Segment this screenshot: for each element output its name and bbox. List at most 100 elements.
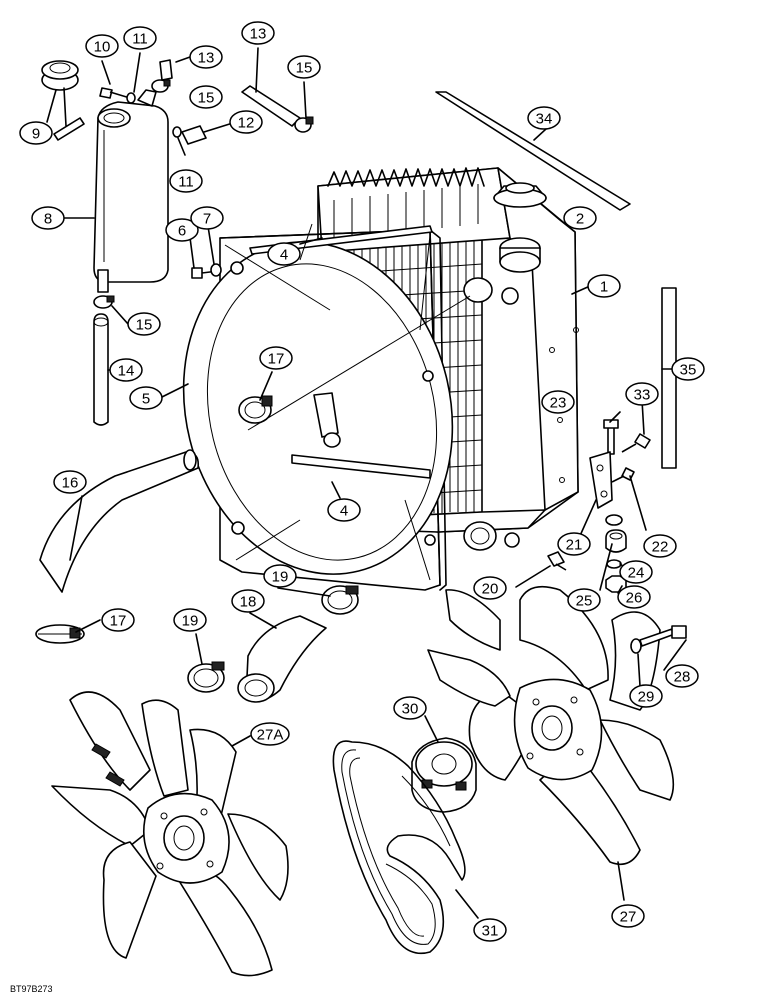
callout-c28: 28 — [665, 664, 699, 688]
callout-label: 11 — [178, 174, 194, 191]
callout-c29: 29 — [629, 684, 663, 708]
callout-c13b: 13 — [241, 21, 275, 45]
callout-c17a: 17 — [259, 346, 293, 370]
callout-label: 26 — [626, 590, 643, 607]
callout-c12: 12 — [229, 110, 263, 134]
upper-hose-16 — [39, 451, 200, 593]
callout-label: 15 — [198, 90, 215, 107]
clamp-15b — [294, 116, 314, 133]
callout-label: 27 — [620, 909, 637, 926]
callout-label: 31 — [482, 923, 499, 940]
callout-c5: 5 — [129, 386, 163, 410]
callout-c14: 14 — [109, 358, 143, 382]
callout-label: 6 — [178, 223, 186, 240]
washer-7 — [210, 263, 222, 277]
callout-label: 35 — [680, 362, 697, 379]
callout-label: 17 — [268, 351, 285, 368]
callout-label: 5 — [142, 391, 150, 408]
callout-c11b: 11 — [169, 169, 203, 193]
callout-label: 2 — [576, 211, 584, 228]
callout-label: 19 — [182, 613, 199, 630]
callout-c7: 7 — [190, 206, 224, 230]
callout-label: 4 — [280, 247, 288, 264]
callout-c18: 18 — [231, 589, 265, 613]
overflow-bottle — [93, 89, 169, 293]
bolt-10 — [99, 87, 131, 99]
callout-label: 34 — [536, 111, 553, 128]
callout-label: 15 — [136, 317, 153, 334]
callout-label: 18 — [240, 594, 257, 611]
callout-c31: 31 — [473, 918, 507, 942]
callout-c16: 16 — [53, 470, 87, 494]
callout-c11a: 11 — [123, 26, 157, 50]
seal-strip-34 — [435, 91, 631, 211]
callout-label: 7 — [203, 211, 211, 228]
fitting-12 — [181, 125, 207, 145]
callout-label: 4 — [340, 503, 348, 520]
fan-27 — [427, 585, 675, 866]
callout-c19b: 19 — [173, 608, 207, 632]
clamp-15c — [93, 295, 115, 309]
callout-c15a: 15 — [189, 85, 223, 109]
callout-c33: 33 — [625, 382, 659, 406]
drain-plug-20 — [547, 551, 567, 571]
callout-label: 27A — [257, 727, 284, 744]
callout-c20: 20 — [473, 576, 507, 600]
callout-label: 16 — [62, 475, 79, 492]
callout-label: 29 — [638, 689, 655, 706]
callout-c30: 30 — [393, 696, 427, 720]
callout-c6: 6 — [165, 218, 199, 242]
callout-label: 25 — [576, 593, 593, 610]
callout-label: 13 — [198, 50, 215, 67]
callout-c2: 2 — [563, 206, 597, 230]
bracket-21 — [589, 451, 613, 509]
radiator-cap — [493, 182, 547, 208]
callout-c1: 1 — [587, 274, 621, 298]
clamp-19a — [321, 585, 359, 615]
callout-c25: 25 — [567, 588, 601, 612]
callout-c13a: 13 — [189, 45, 223, 69]
callout-c4a: 4 — [267, 242, 301, 266]
callout-label: 1 — [600, 279, 608, 296]
callout-c17b: 17 — [101, 608, 135, 632]
callout-label: 13 — [250, 26, 267, 43]
clamp-15a — [151, 79, 171, 93]
callout-label: 17 — [110, 613, 127, 630]
washer-24 — [606, 559, 622, 569]
washer-11a — [126, 92, 136, 104]
bolt-33 — [621, 433, 651, 453]
bottle-cap — [41, 60, 85, 141]
callout-c9: 9 — [19, 121, 53, 145]
callout-label: 10 — [94, 39, 111, 56]
callout-c34: 34 — [527, 106, 561, 130]
callout-c22: 22 — [643, 534, 677, 558]
clamp-17a — [238, 395, 273, 424]
callout-c26: 26 — [617, 585, 651, 609]
bolt-22 — [611, 467, 635, 483]
callout-label: 23 — [550, 395, 567, 412]
radiator-header-tubes — [327, 167, 485, 240]
callout-label: 9 — [32, 126, 40, 143]
callout-c27: 27 — [611, 904, 645, 928]
callout-c35: 35 — [671, 357, 705, 381]
callout-c23: 23 — [541, 390, 575, 414]
callout-label: 30 — [402, 701, 419, 718]
callout-c10: 10 — [85, 34, 119, 58]
callout-c15b: 15 — [287, 55, 321, 79]
callout-c21: 21 — [557, 532, 591, 556]
callout-c19a: 19 — [263, 564, 297, 588]
clamp-19b — [187, 661, 225, 693]
seal-strip-35 — [661, 287, 677, 469]
bolt-23 — [603, 419, 619, 455]
drawing-code: BT97B273 — [10, 984, 53, 994]
tube-14 — [93, 313, 109, 426]
callout-label: 33 — [634, 387, 651, 404]
callout-c24: 24 — [619, 560, 653, 584]
hose-13a — [159, 59, 173, 81]
fan-spacer-30 — [411, 737, 477, 813]
washer-29 — [630, 638, 642, 654]
callout-label: 12 — [238, 115, 255, 132]
fan-27a — [51, 691, 289, 977]
